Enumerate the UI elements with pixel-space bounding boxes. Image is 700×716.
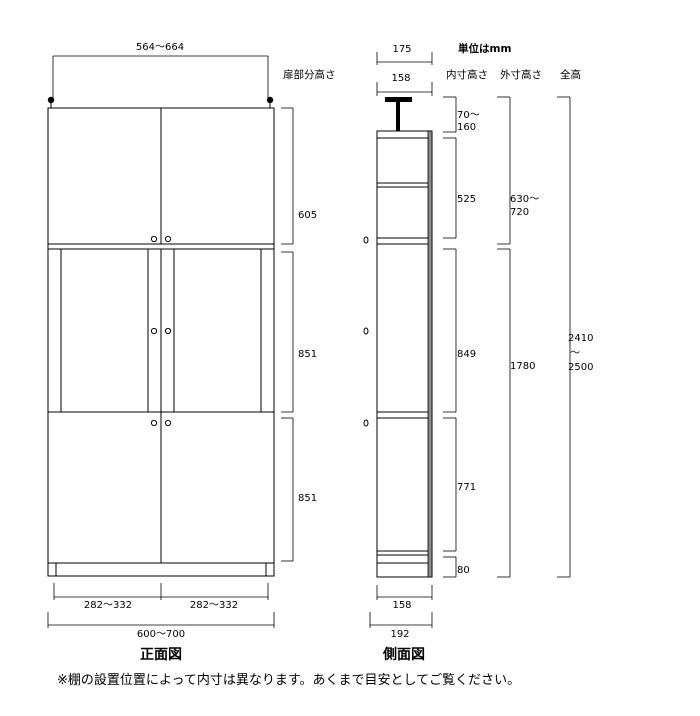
side-cabinet-body — [376, 130, 433, 578]
side-view: 単位はmm 175 158 158 — [363, 42, 593, 663]
side-bottom-knob-icon — [363, 419, 369, 427]
side-middle-knob-icon — [363, 327, 369, 335]
inner-height-3: 849 — [457, 349, 476, 360]
outer-height-2: 1780 — [510, 361, 535, 372]
total-height-a: 2410 — [568, 333, 593, 344]
bottom-left-knob-icon — [150, 419, 158, 427]
side-top-inner-depth: 158 — [391, 73, 410, 84]
side-bottom-outer-depth: 192 — [390, 629, 409, 640]
side-top-outer-depth: 175 — [392, 44, 411, 55]
upper-right-knob-icon — [164, 235, 172, 243]
inner-height-5: 80 — [457, 565, 470, 576]
side-upper-knob-icon — [363, 236, 369, 244]
upper-left-door — [47, 107, 162, 245]
side-back-panel — [427, 130, 433, 578]
inner-height-2: 525 — [457, 194, 476, 205]
front-middle-divider — [47, 243, 275, 250]
outer-heights-header: 外寸高さ — [500, 68, 542, 81]
total-width-label: 600～700 — [137, 629, 185, 640]
front-view-title: 正面図 — [140, 647, 182, 663]
front-plinth — [47, 562, 275, 577]
door-height-middle: 851 — [298, 349, 317, 360]
door-height-bottom: 851 — [298, 493, 317, 504]
total-height-header: 全高 — [560, 68, 581, 81]
door-left-width-label: 282～332 — [84, 600, 132, 611]
front-view: 564～664 2 — [47, 42, 336, 663]
total-height-b: ～ — [570, 348, 580, 359]
bottom-right-knob-icon — [164, 419, 172, 427]
inner-heights-header: 内寸高さ — [446, 68, 488, 81]
side-bottom-inner-depth: 158 — [392, 600, 411, 611]
side-view-title: 側面図 — [382, 646, 425, 663]
door-right-width-label: 282～332 — [190, 600, 238, 611]
upper-left-knob-icon — [150, 235, 158, 243]
door-heights-header: 扉部分高さ — [283, 68, 336, 81]
total-height-c: 2500 — [568, 362, 593, 373]
inner-height-4: 771 — [457, 482, 476, 493]
inner-height-1-a: 70～ — [457, 110, 480, 121]
outer-height-1-a: 630～ — [510, 194, 539, 205]
side-tension-rod — [396, 102, 400, 131]
side-tension-pad-icon — [385, 97, 412, 102]
footnote: ※棚の設置位置によって内寸は異なります。あくまで目安としてご覧ください。 — [57, 672, 520, 688]
middle-right-knob-icon — [164, 327, 172, 335]
upper-right-door — [160, 107, 275, 245]
front-top-width-label: 564～664 — [136, 42, 184, 53]
middle-left-knob-icon — [150, 327, 158, 335]
unit-label: 単位はmm — [458, 42, 511, 55]
outer-height-1-b: 720 — [510, 207, 529, 218]
door-height-upper: 605 — [298, 210, 317, 221]
inner-height-1-b: 160 — [457, 122, 476, 133]
